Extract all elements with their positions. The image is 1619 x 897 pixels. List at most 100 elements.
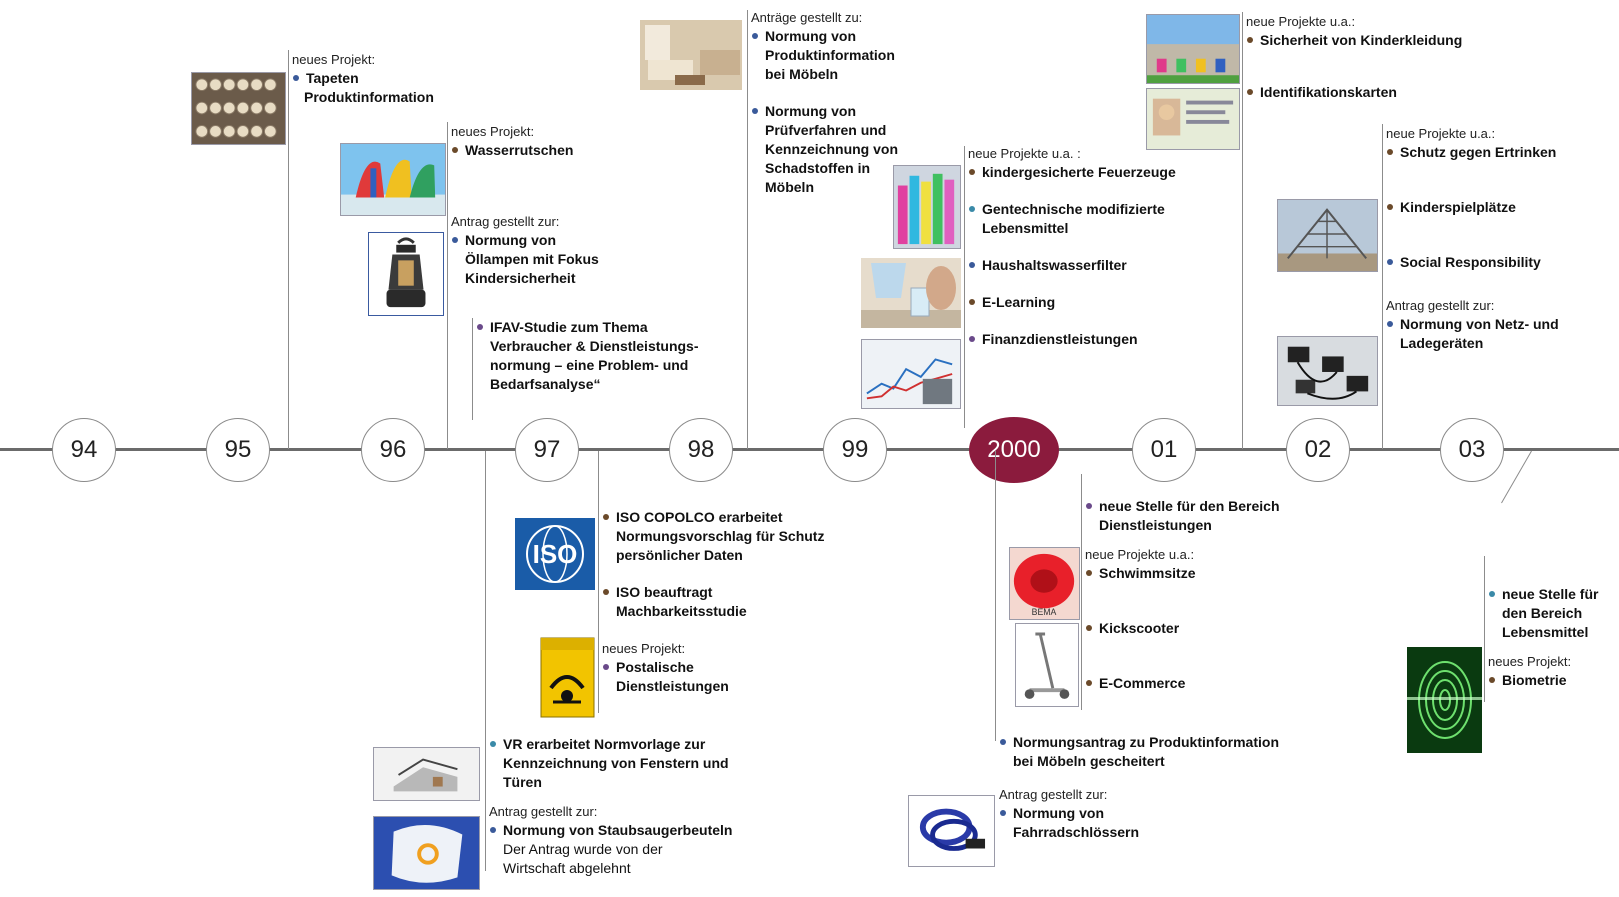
event-1996-windows: VR erarbeitet Normvorlage zur Kennzeichn… <box>489 735 732 878</box>
year-2001: 01 <box>1132 418 1196 482</box>
event-1998: Anträge gestellt zu: Normung von Produkt… <box>751 8 898 197</box>
year-1995: 95 <box>206 418 270 482</box>
connector-line <box>1081 474 1082 710</box>
event-caption: Antrag gestellt zur: <box>489 804 598 819</box>
event-item: Gentechnische modifizierte <box>968 200 1176 219</box>
event-item: Biometrie <box>1488 671 1598 690</box>
event-caption: neue Projekte u.a.: <box>1386 126 1496 141</box>
vacuum-bag-image <box>373 816 480 890</box>
event-item-cont: den Bereich <box>1502 605 1583 621</box>
event-item: Finanzdienstleistungen <box>968 330 1176 349</box>
event-1996-slides: neues Projekt: Wasserrutschen <box>451 122 573 160</box>
event-caption: Antrag gestellt zur: <box>1386 298 1495 313</box>
year-2002: 02 <box>1286 418 1350 482</box>
connector-line <box>747 10 748 449</box>
event-item: Identifikationskarten <box>1246 83 1462 102</box>
event-item: neue Stelle für <box>1488 585 1598 604</box>
event-item: Normung von Netz- und <box>1386 315 1559 334</box>
connector-line <box>472 318 473 420</box>
house-model-image <box>373 747 480 801</box>
oil-lamp-image <box>368 232 444 316</box>
connector-line <box>1484 556 1485 702</box>
event-item-cont: Normungsvorschlag für Schutz <box>616 528 825 544</box>
event-2000-furniture: Normungsantrag zu Produktinformation bei… <box>999 733 1279 842</box>
year-1997: 97 <box>515 418 579 482</box>
iso-logo-text: ISO <box>533 539 578 569</box>
kickscooter-image <box>1015 623 1079 707</box>
event-note: Der Antrag wurde von der <box>503 841 663 857</box>
event-item: ISO beauftragt <box>602 583 824 602</box>
event-item: E-Commerce <box>1085 674 1280 693</box>
event-item-cont: Dienstleistungen <box>616 678 729 694</box>
year-1999: 99 <box>823 418 887 482</box>
connector-line <box>1242 12 1243 449</box>
event-item-cont: Produktinformation <box>304 89 434 105</box>
event-caption: neues Projekt: <box>1488 654 1572 669</box>
event-caption: neue Projekte u.a. : <box>968 146 1081 161</box>
event-item: Sicherheit von Kinderkleidung <box>1246 31 1462 50</box>
event-item: Schwimmsitze <box>1085 564 1280 583</box>
event-caption: neue Projekte u.a.: <box>1085 547 1195 562</box>
event-item: Normung von <box>751 27 898 46</box>
water-filter-image <box>861 258 961 328</box>
swim-seat-image: BEMA <box>1009 547 1080 620</box>
event-item: ISO COPOLCO erarbeitet <box>602 508 824 527</box>
connector-line <box>598 451 599 713</box>
year-2000: 2000 <box>969 417 1059 483</box>
event-caption: Antrag gestellt zur: <box>999 787 1108 802</box>
event-item-cont: Lebensmittel <box>1502 624 1589 640</box>
wallpaper-rolls-image <box>191 72 286 145</box>
event-item-cont: Verbraucher & Dienstleistungs- <box>490 338 699 354</box>
event-item-cont: Türen <box>503 774 542 790</box>
event-item: E-Learning <box>968 293 1176 312</box>
event-item-cont: Öllampen mit Fokus <box>465 251 599 267</box>
event-item: kindergesicherte Feuerzeuge <box>968 163 1176 182</box>
connector-line <box>995 451 996 741</box>
event-1995: neues Projekt: Tapeten Produktinformatio… <box>292 50 434 107</box>
event-2002: neue Projekte u.a.: Schutz gegen Ertrink… <box>1386 124 1559 353</box>
event-item: Wasserrutschen <box>451 141 573 160</box>
chargers-image <box>1277 336 1378 406</box>
event-item: Postalische <box>602 658 824 677</box>
event-item-cont: Kennzeichnung von <box>765 141 898 157</box>
event-2003: neue Stelle für den Bereich Lebensmittel… <box>1488 585 1598 690</box>
timeline-axis <box>0 448 1619 451</box>
id-card-image <box>1146 88 1240 150</box>
event-item-cont: Schadstoffen in <box>765 160 871 176</box>
event-item-cont: Prüfverfahren und <box>765 122 887 138</box>
playground-image <box>1277 199 1378 272</box>
event-item: neue Stelle für den Bereich <box>1085 497 1280 516</box>
event-1999: neue Projekte u.a. : kindergesicherte Fe… <box>968 144 1176 349</box>
event-caption: neues Projekt: <box>602 641 686 656</box>
event-item-cont: bei Möbeln <box>765 66 839 82</box>
swim-seat-label: BEMA <box>1032 607 1057 617</box>
event-caption: neues Projekt: <box>292 52 376 67</box>
event-item: Kickscooter <box>1085 619 1280 638</box>
waterslide-image <box>340 143 446 216</box>
post-horn-image <box>539 636 596 719</box>
event-item-cont: Fahrradschlössern <box>1013 824 1140 840</box>
year-2003: 03 <box>1440 418 1504 482</box>
connector-line <box>1382 124 1383 449</box>
event-item: Schutz gegen Ertrinken <box>1386 143 1559 162</box>
event-item-cont: Kennzeichnung von Fenstern und <box>503 755 729 771</box>
event-item-cont: Lebensmittel <box>982 220 1069 236</box>
event-item-cont: normung – eine Problem- und <box>490 357 689 373</box>
connector-line <box>1501 450 1532 504</box>
connector-line <box>288 50 289 449</box>
bike-lock-image <box>908 795 995 867</box>
living-room-image <box>640 20 742 90</box>
event-item: Normung von <box>751 102 898 121</box>
year-1998: 98 <box>669 418 733 482</box>
event-note: Wirtschaft abgelehnt <box>503 860 631 876</box>
event-item-cont: persönlicher Daten <box>616 547 743 563</box>
event-item: Normung von Staubsaugerbeuteln <box>489 821 732 840</box>
event-item-cont: Möbeln <box>765 179 814 195</box>
connector-line <box>964 146 965 428</box>
event-item-cont: bei Möbeln gescheitert <box>1013 753 1165 769</box>
event-item: Haushaltswasserfilter <box>968 256 1176 275</box>
event-1996-ifav: IFAV-Studie zum Thema Verbraucher & Dien… <box>476 318 699 394</box>
event-item-cont: Dienstleistungen <box>1099 517 1212 533</box>
event-item-cont: Kindersicherheit <box>465 270 576 286</box>
test-tubes-image <box>893 165 961 249</box>
